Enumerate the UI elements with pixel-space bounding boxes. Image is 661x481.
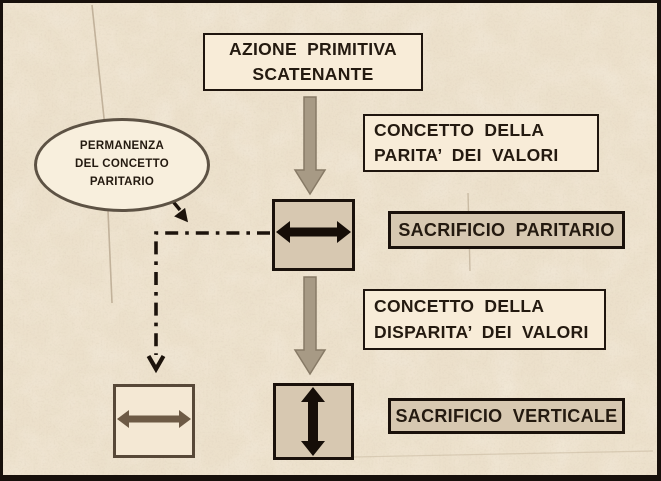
disparity-concept-line2: DISPARITA’ DEI VALORI [374, 321, 589, 342]
trigger-action-box: AZIONE PRIMITIVA SCATENANTE [203, 33, 423, 91]
vertical-sacrifice-label: SACRIFICIO VERTICALE [395, 405, 618, 426]
parity-symbol-box [272, 199, 355, 271]
trigger-action-line2: SCATENANTE [252, 64, 374, 84]
permanence-line2: DEL CONCETTO [75, 158, 169, 171]
permanence-ellipse: PERMANENZA DEL CONCETTO PARITARIO [34, 118, 210, 212]
disparity-concept-box: CONCETTO DELLA DISPARITA’ DEI VALORI [363, 289, 606, 350]
permanence-line1: PERMANENZA [79, 140, 165, 153]
vertical-sacrifice-box: SACRIFICIO VERTICALE [388, 398, 625, 434]
permanence-symbol-box [113, 384, 195, 458]
horizontal-double-arrow-brown-icon [117, 410, 191, 428]
disparity-concept-line1: CONCETTO DELLA [374, 296, 545, 317]
dash-dot-elbow-arrow-icon [146, 231, 270, 374]
permanence-line3: PARITARIO [89, 175, 155, 188]
parity-sacrifice-box: SACRIFICIO PARITARIO [388, 211, 625, 249]
down-block-arrow-icon [293, 276, 327, 376]
parity-concept-box: CONCETTO DELLA PARITA’ DEI VALORI [363, 114, 599, 172]
parity-concept-line2: PARITA’ DEI VALORI [374, 145, 559, 165]
vertical-double-arrow-icon [301, 387, 325, 456]
parity-concept-line1: CONCETTO DELLA [374, 119, 545, 140]
trigger-action-line1: AZIONE PRIMITIVA [229, 38, 397, 59]
parity-sacrifice-label: SACRIFICIO PARITARIO [398, 219, 615, 240]
horizontal-double-arrow-icon [276, 221, 351, 243]
vertical-symbol-box [273, 383, 354, 460]
down-block-arrow-icon [293, 96, 327, 196]
